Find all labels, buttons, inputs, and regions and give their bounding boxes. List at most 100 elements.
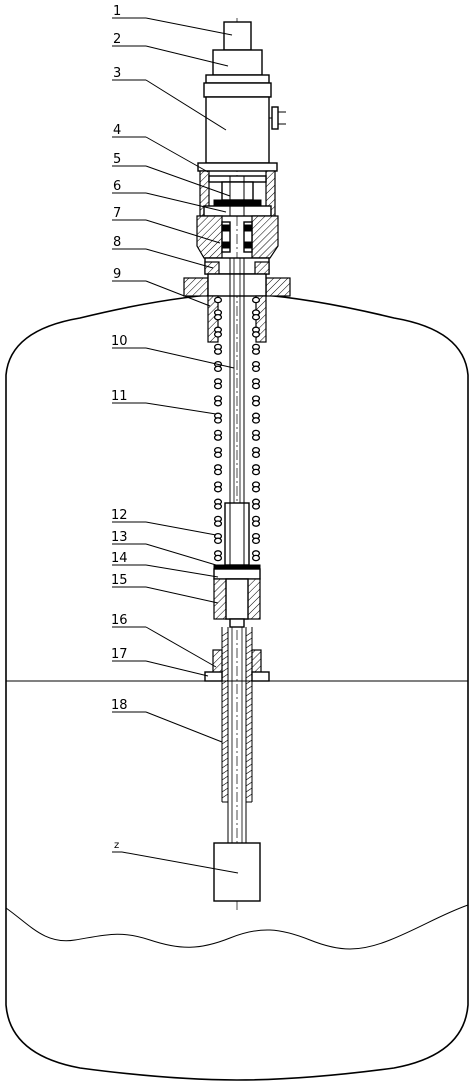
tube-hatch-line — [245, 745, 253, 751]
spring-coil — [213, 554, 223, 562]
tube-hatch-line — [245, 781, 253, 787]
tube-hatch-line — [221, 649, 229, 655]
label-18: 18 — [111, 698, 128, 713]
spring-coil — [251, 434, 261, 441]
tube-hatch-line — [245, 733, 253, 739]
spring-coil — [213, 382, 223, 390]
callout-13: 13 — [111, 530, 217, 566]
tube-hatch-line — [221, 781, 229, 787]
tube-hatch-line — [245, 751, 253, 757]
tube-hatch-line — [245, 793, 253, 799]
tube-hatch-line — [245, 691, 253, 697]
tube-hatch-line — [221, 745, 229, 751]
spring-coil — [251, 331, 261, 338]
spring-coil — [213, 468, 223, 476]
callout-12: 12 — [111, 508, 217, 536]
label-z: z — [114, 840, 119, 851]
callout-5: 5 — [112, 152, 231, 197]
tube-hatch-line — [221, 787, 229, 793]
tube-hatch-line — [221, 631, 229, 637]
tube-hatch-line — [221, 643, 229, 649]
tube-hatch-line — [245, 631, 253, 637]
tube-hatch-line — [245, 667, 253, 673]
spring-coil — [251, 537, 261, 545]
tube-hatch-line — [221, 739, 229, 745]
bearing-housing — [196, 215, 279, 259]
tube-hatch-line — [221, 661, 229, 667]
tube-hatch-line — [245, 649, 253, 655]
tube-hatch-line — [245, 661, 253, 667]
tube-hatch-line — [245, 703, 253, 709]
tube-hatch-line — [245, 673, 253, 679]
coupling-block — [213, 578, 261, 628]
tank-nozzle-flange — [183, 273, 291, 343]
tube-hatch-line — [245, 643, 253, 649]
callout-z: z — [112, 840, 239, 874]
tube-hatch-line — [221, 697, 229, 703]
tube-hatch-line — [221, 751, 229, 757]
float-guide-bracket — [204, 649, 270, 682]
tube-hatch-line — [221, 727, 229, 733]
tube-hatch-line — [245, 769, 253, 775]
label-4: 4 — [113, 123, 121, 138]
label-9: 9 — [113, 267, 121, 282]
spring-coil — [251, 348, 261, 355]
label-8: 8 — [113, 235, 121, 250]
spring-coil — [251, 313, 261, 321]
tube-hatch-line — [221, 775, 229, 781]
callout-1: 1 — [112, 4, 233, 36]
label-15: 15 — [111, 573, 128, 588]
tube-hatch-line — [245, 685, 253, 691]
callout-16: 16 — [111, 613, 217, 668]
tube-hatch-line — [221, 715, 229, 721]
spring-coil — [251, 417, 261, 424]
spring-coil — [251, 382, 261, 390]
tube-hatch-line — [221, 673, 229, 679]
tube-hatch-line — [245, 709, 253, 715]
spring-coil — [251, 554, 261, 562]
top-shaft — [223, 21, 252, 51]
tube-hatch-line — [245, 721, 253, 727]
spring-coil — [251, 503, 261, 510]
callout-9: 9 — [112, 267, 211, 307]
tube-hatch-line — [245, 637, 253, 643]
label-1: 1 — [113, 4, 121, 19]
tube-hatch-line — [245, 697, 253, 703]
tube-hatch-line — [221, 655, 229, 661]
tube-hatch-line — [221, 733, 229, 739]
collar — [213, 564, 261, 580]
label-12: 12 — [111, 508, 128, 523]
compression-spring — [213, 296, 261, 562]
tube-hatch-line — [221, 679, 229, 685]
spring-coil — [213, 399, 223, 407]
tube-hatch-line — [221, 793, 229, 799]
spring-coil — [213, 503, 223, 510]
tube-hatch-line — [221, 637, 229, 643]
spring-coil — [251, 296, 261, 304]
tube-hatch-line — [245, 727, 253, 733]
spring-coil — [213, 537, 223, 545]
tube-hatch-line — [221, 763, 229, 769]
label-17: 17 — [111, 647, 128, 662]
tube-hatch-line — [221, 721, 229, 727]
callout-6: 6 — [112, 179, 227, 213]
label-16: 16 — [111, 613, 128, 628]
mounting-flange — [204, 257, 270, 275]
callout-2: 2 — [112, 32, 229, 67]
callout-4: 4 — [112, 123, 209, 173]
spring-coil — [213, 451, 223, 459]
callout-18: 18 — [111, 698, 223, 743]
label-3: 3 — [113, 66, 121, 81]
spring-coil — [251, 468, 261, 476]
callouts: 1 2 3 4 5 6 7 — [111, 4, 239, 874]
float-body — [213, 842, 261, 902]
spring-coil — [251, 399, 261, 407]
spring-coil — [251, 520, 261, 527]
callout-11: 11 — [111, 389, 217, 415]
label-2: 2 — [113, 32, 121, 47]
spring-coil — [213, 365, 223, 373]
callout-17: 17 — [111, 647, 209, 677]
spring-coil — [213, 520, 223, 527]
tube-hatch-line — [245, 739, 253, 745]
